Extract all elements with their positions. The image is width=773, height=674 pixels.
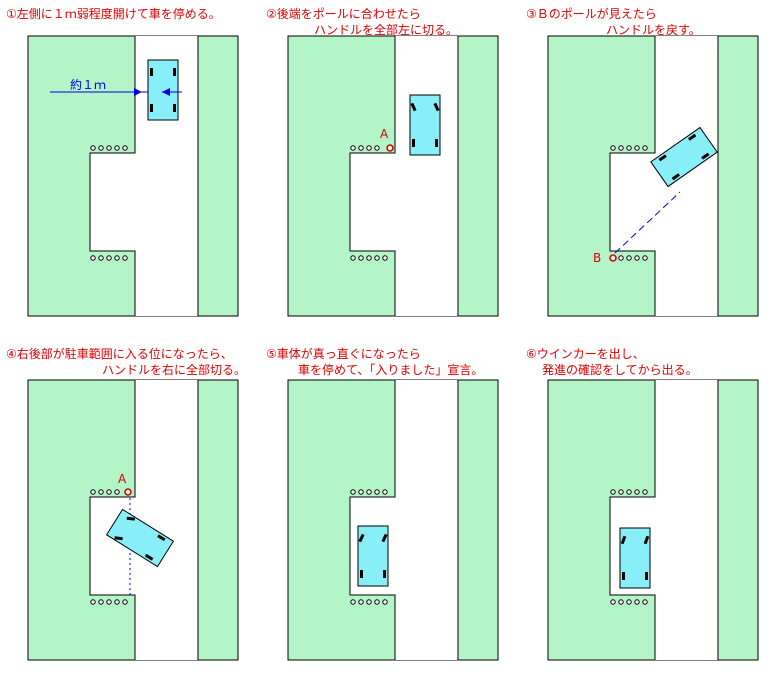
caption-line-1: ①左側に１ｍ弱程度開けて車を停める。 [6,7,221,21]
step-5-panel: ⑤車体が真っ直ぐになったら車を停めて、「入りました」宣言。 [260,340,510,670]
caption-line-2: ハンドルを右に全部切る。 [102,363,247,377]
car [147,59,179,121]
step-2-panel: ②後端をポールに合わせたらハンドルを全部左に切る。 A [260,0,510,330]
step-6-panel: ⑥ウインカーを出し、発進の確認をしてから出る。 [520,340,770,670]
step-caption: ④右後部が駐車範囲に入る位になったら、ハンドルを右に全部切る。 [6,346,246,378]
step-1-diagram: 約１ｍ [27,35,239,317]
caption-line-2: 発進の確認をしてから出る。 [542,363,698,377]
distance-label: 約１ｍ [70,77,106,92]
step-1-panel: ①左側に１ｍ弱程度開けて車を停める。 約１ｍ [0,0,250,330]
caption-line-1: ⑤車体が真っ直ぐになったら [266,347,421,361]
step-4-panel: ④右後部が駐車範囲に入る位になったら、ハンドルを右に全部切る。 A [0,340,250,670]
pole-a [386,144,394,152]
marker-a-label: A [380,127,389,141]
car [409,94,441,156]
curb-lines [89,36,199,316]
step-caption: ⑥ウインカーを出し、発進の確認をしてから出る。 [526,346,698,378]
sight-line [614,191,681,254]
marker-b-label: B [593,251,601,265]
caption-line-2: 車を停めて、「入りました」宣言。 [298,363,484,377]
step-3-panel: ③Ｂのポールが見えたらハンドルを戻す。 B [520,0,770,330]
step-5-diagram [287,379,499,661]
distance-arrow [50,88,182,96]
caption-line-2: ハンドルを全部左に切る。 [314,23,459,37]
pole-a [124,488,132,496]
car [105,508,175,568]
caption-line-1: ⑥ウインカーを出し、 [526,347,645,361]
parking-bay [90,153,136,251]
pole-row [90,145,128,261]
marker-a-label: A [118,472,127,486]
step-caption: ①左側に１ｍ弱程度開けて車を停める。 [6,6,221,22]
car [357,525,389,587]
caption-line-1: ③Ｂのポールが見えたら [526,7,657,21]
step-3-diagram: B [547,35,759,317]
car [650,126,718,188]
caption-line-2: ハンドルを戻す。 [606,23,701,37]
step-2-diagram: A [287,35,499,317]
step-6-diagram [547,379,759,661]
step-caption: ⑤車体が真っ直ぐになったら車を停めて、「入りました」宣言。 [266,346,483,378]
caption-line-1: ②後端をポールに合わせたら [266,7,421,21]
step-caption: ③Ｂのポールが見えたらハンドルを戻す。 [526,6,701,38]
car [619,527,651,589]
step-caption: ②後端をポールに合わせたらハンドルを全部左に切る。 [266,6,458,38]
step-4-diagram: A [27,379,239,661]
pole-b [609,254,617,262]
caption-line-1: ④右後部が駐車範囲に入る位になったら、 [6,347,233,361]
